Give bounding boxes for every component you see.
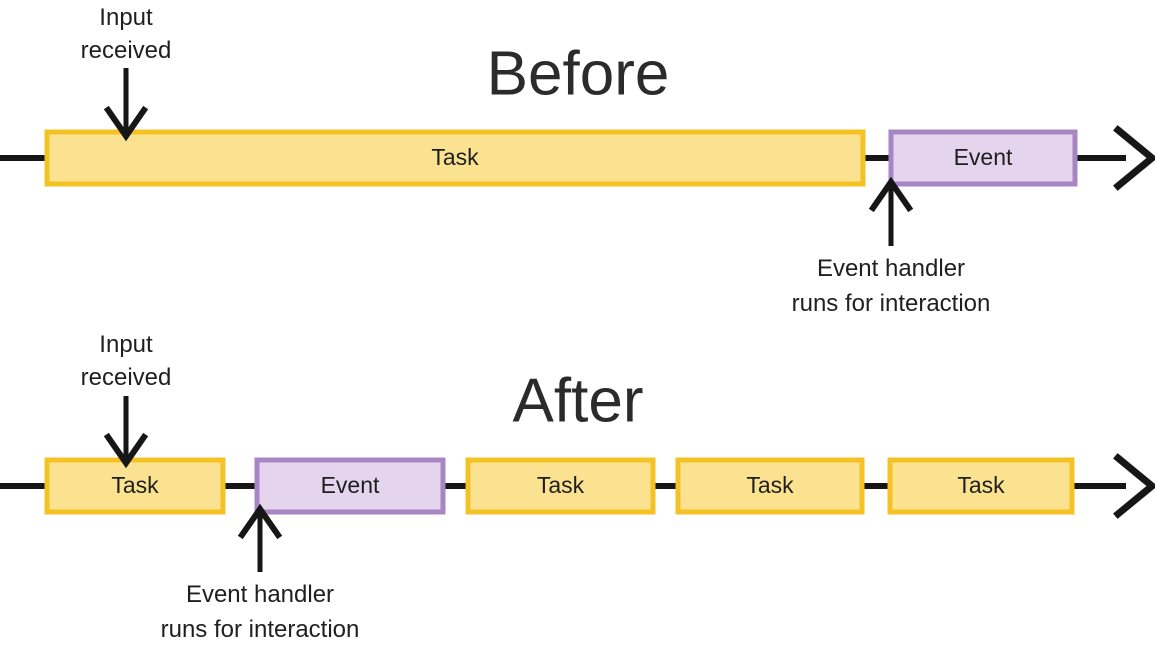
annotation-line: Event handler bbox=[817, 255, 965, 282]
annotation-input-received-after: Input received bbox=[81, 331, 172, 469]
annotation-text-input-received-before: Input received bbox=[81, 4, 172, 64]
annotation-line: Input bbox=[99, 4, 153, 31]
annotation-arrowhead-input-received-after bbox=[103, 432, 149, 469]
section-title-before: Before bbox=[487, 39, 670, 108]
annotation-text-event-handler-after: Event handler runs for interaction bbox=[161, 581, 360, 643]
task-block-after-1[interactable] bbox=[44, 457, 226, 515]
block-label-after-1: Task bbox=[111, 472, 159, 498]
annotation-arrowhead-input-received-before bbox=[103, 105, 149, 142]
annotation-line: runs for interaction bbox=[161, 616, 360, 643]
section-title-after: After bbox=[513, 366, 644, 435]
event-block-after-2[interactable] bbox=[254, 457, 446, 515]
annotation-event-handler-before: Event handler runs for interaction bbox=[792, 176, 991, 317]
annotation-input-received-before: Input received bbox=[81, 4, 172, 142]
annotation-event-handler-after: Event handler runs for interaction bbox=[161, 503, 360, 643]
annotation-line: Event handler bbox=[186, 581, 334, 608]
event-block-before-2[interactable] bbox=[888, 129, 1078, 187]
annotation-arrowhead-event-handler-before bbox=[868, 176, 914, 213]
block-label-before-1: Task bbox=[431, 144, 479, 170]
annotation-arrowhead-event-handler-after bbox=[237, 503, 283, 540]
annotation-line: received bbox=[81, 364, 172, 391]
annotation-text-event-handler-before: Event handler runs for interaction bbox=[792, 255, 991, 317]
annotation-line: Input bbox=[99, 331, 153, 358]
annotation-line: received bbox=[81, 37, 172, 64]
block-label-after-5: Task bbox=[957, 472, 1005, 498]
block-label-after-3: Task bbox=[537, 472, 585, 498]
task-block-after-3[interactable] bbox=[465, 457, 656, 515]
task-block-after-4[interactable] bbox=[675, 457, 865, 515]
task-block-after-5[interactable] bbox=[887, 457, 1075, 515]
timeline-arrowhead-before bbox=[1113, 125, 1155, 191]
block-label-after-2: Event bbox=[321, 472, 380, 498]
timeline-arrowhead-after bbox=[1113, 453, 1155, 519]
annotation-line: runs for interaction bbox=[792, 290, 991, 317]
annotation-text-input-received-after: Input received bbox=[81, 331, 172, 391]
block-label-before-2: Event bbox=[954, 144, 1013, 170]
block-label-after-4: Task bbox=[746, 472, 794, 498]
task-block-before-1[interactable] bbox=[44, 129, 866, 187]
